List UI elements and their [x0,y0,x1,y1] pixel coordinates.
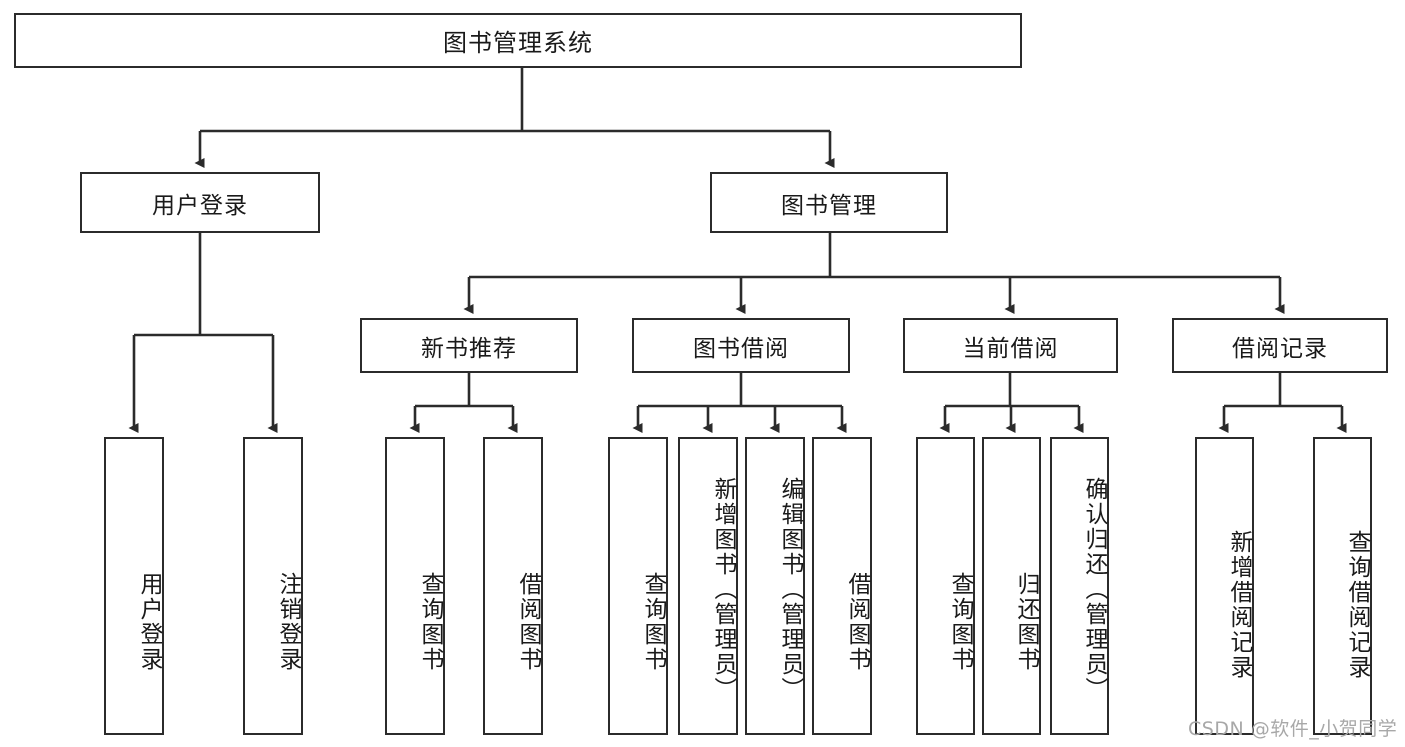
node-label: 当前借阅 [962,335,1059,362]
node-label: 借阅图书 [515,572,541,672]
leaf-current-borrow-confirm-return-admin[interactable]: 确认归还（管理员） [1050,437,1109,735]
leaf-borrow-record-query-record[interactable]: 查询借阅记录 [1313,437,1372,735]
leaf-user-login-login[interactable]: 用户登录 [104,437,164,735]
node-book-management[interactable]: 图书管理 [710,172,948,233]
node-label: 查询图书 [640,572,666,672]
leaf-current-borrow-return-book[interactable]: 归还图书 [982,437,1041,735]
node-label: 借阅记录 [1232,335,1328,362]
node-book-borrow[interactable]: 图书借阅 [632,318,850,373]
node-label: 用户登录 [152,192,248,219]
leaf-new-book-borrow-book[interactable]: 借阅图书 [483,437,543,735]
node-label: 查询图书 [417,572,443,672]
leaf-new-book-query-book[interactable]: 查询图书 [385,437,445,735]
node-label: 图书管理系统 [443,29,593,57]
node-label: 用户登录 [136,572,162,672]
node-borrow-record[interactable]: 借阅记录 [1172,318,1388,373]
node-label: 查询图书 [947,572,973,672]
node-label: 新书推荐 [421,335,517,362]
node-label: 归还图书 [1013,572,1039,672]
node-label: 借阅图书 [844,572,870,672]
leaf-borrow-record-add-record[interactable]: 新增借阅记录 [1195,437,1254,735]
leaf-book-borrow-borrow-book[interactable]: 借阅图书 [812,437,872,735]
node-current-borrow[interactable]: 当前借阅 [903,318,1118,373]
leaf-user-login-logout[interactable]: 注销登录 [243,437,303,735]
node-label: 确认归还（管理员） [1081,476,1107,702]
leaf-book-borrow-edit-book-admin[interactable]: 编辑图书（管理员） [745,437,805,735]
node-user-login[interactable]: 用户登录 [80,172,320,233]
leaf-book-borrow-query-book[interactable]: 查询图书 [608,437,668,735]
node-new-book-recommend[interactable]: 新书推荐 [360,318,578,373]
node-label: 新增图书（管理员） [710,476,736,702]
node-label: 图书管理 [781,192,877,219]
node-label: 注销登录 [275,572,301,672]
node-label: 查询借阅记录 [1344,530,1370,680]
node-label: 图书借阅 [693,335,789,362]
node-label: 新增借阅记录 [1226,530,1252,680]
node-label: 编辑图书（管理员） [777,476,803,702]
leaf-book-borrow-add-book-admin[interactable]: 新增图书（管理员） [678,437,738,735]
watermark-text: CSDN @软件_小贺同学 [1188,718,1398,740]
leaf-current-borrow-query-book[interactable]: 查询图书 [916,437,975,735]
node-root-book-management-system[interactable]: 图书管理系统 [14,13,1022,68]
